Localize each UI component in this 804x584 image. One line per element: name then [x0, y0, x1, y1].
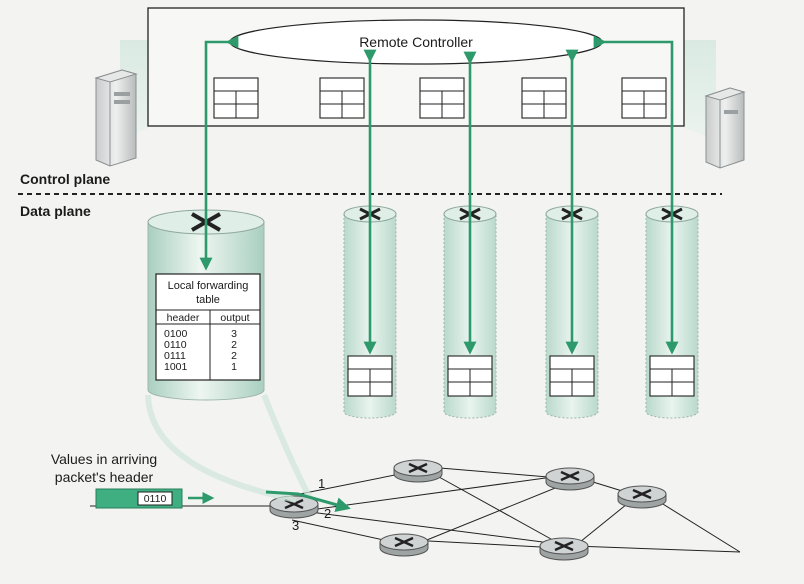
table-row-output: 3 — [231, 328, 237, 340]
switch-flow-table — [347, 355, 393, 397]
data-plane-label: Data plane — [20, 203, 91, 219]
controller-flow-table — [319, 77, 365, 119]
network-router-icon — [545, 467, 595, 491]
remote-controller-label: Remote Controller — [359, 34, 473, 50]
server-left-icon — [94, 69, 138, 167]
cylinder-guide-right — [261, 393, 313, 500]
table-row-header: 0111 — [164, 350, 186, 362]
network-router-icon — [379, 533, 429, 557]
network-router-icon — [539, 537, 589, 561]
table-row-output: 1 — [231, 361, 237, 373]
packet-caption-line1: Values in arriving — [51, 451, 157, 467]
switch-flow-table — [549, 355, 595, 397]
table-row-header: 0110 — [164, 339, 187, 351]
packet-caption-line2: packet's header — [55, 469, 154, 485]
table-row-header: 1001 — [164, 361, 188, 373]
table-title-line2: table — [196, 294, 220, 306]
controller-flow-table — [213, 77, 259, 119]
controller-to-switch-arrow — [593, 35, 679, 355]
port-3-label: 3 — [292, 518, 299, 533]
cylinder-guide-left — [145, 394, 297, 503]
table-title-line1: Local forwarding — [168, 280, 249, 292]
controller-arrows — [199, 35, 679, 355]
network-routers — [269, 459, 667, 561]
col-output-label: output — [220, 312, 249, 324]
switch-cylinders — [343, 205, 699, 419]
port-2-label: 2 — [324, 506, 331, 521]
port-1-label: 1 — [318, 476, 325, 491]
switch-flow-table — [447, 355, 493, 397]
control-plane-label: Control plane — [20, 171, 110, 187]
packet-header-value: 0110 — [144, 493, 167, 505]
table-row-output: 2 — [231, 350, 237, 362]
forwarding-path-arrow — [265, 490, 351, 512]
local-forwarding-table: Local forwarding table header output 010… — [155, 273, 261, 381]
server-right-icon — [704, 87, 746, 169]
controller-flow-table — [521, 77, 567, 119]
controller-flow-table — [621, 77, 667, 119]
arriving-packet: 0110 — [95, 488, 183, 509]
col-header-label: header — [167, 312, 200, 324]
switch-flow-table — [649, 355, 695, 397]
controller-to-router-arrow — [199, 35, 239, 271]
table-row-output: 2 — [231, 339, 237, 351]
controller-flow-table — [419, 77, 465, 119]
network-router-icon — [393, 459, 443, 483]
table-row-header: 0100 — [164, 328, 188, 340]
network-router-icon — [617, 485, 667, 509]
